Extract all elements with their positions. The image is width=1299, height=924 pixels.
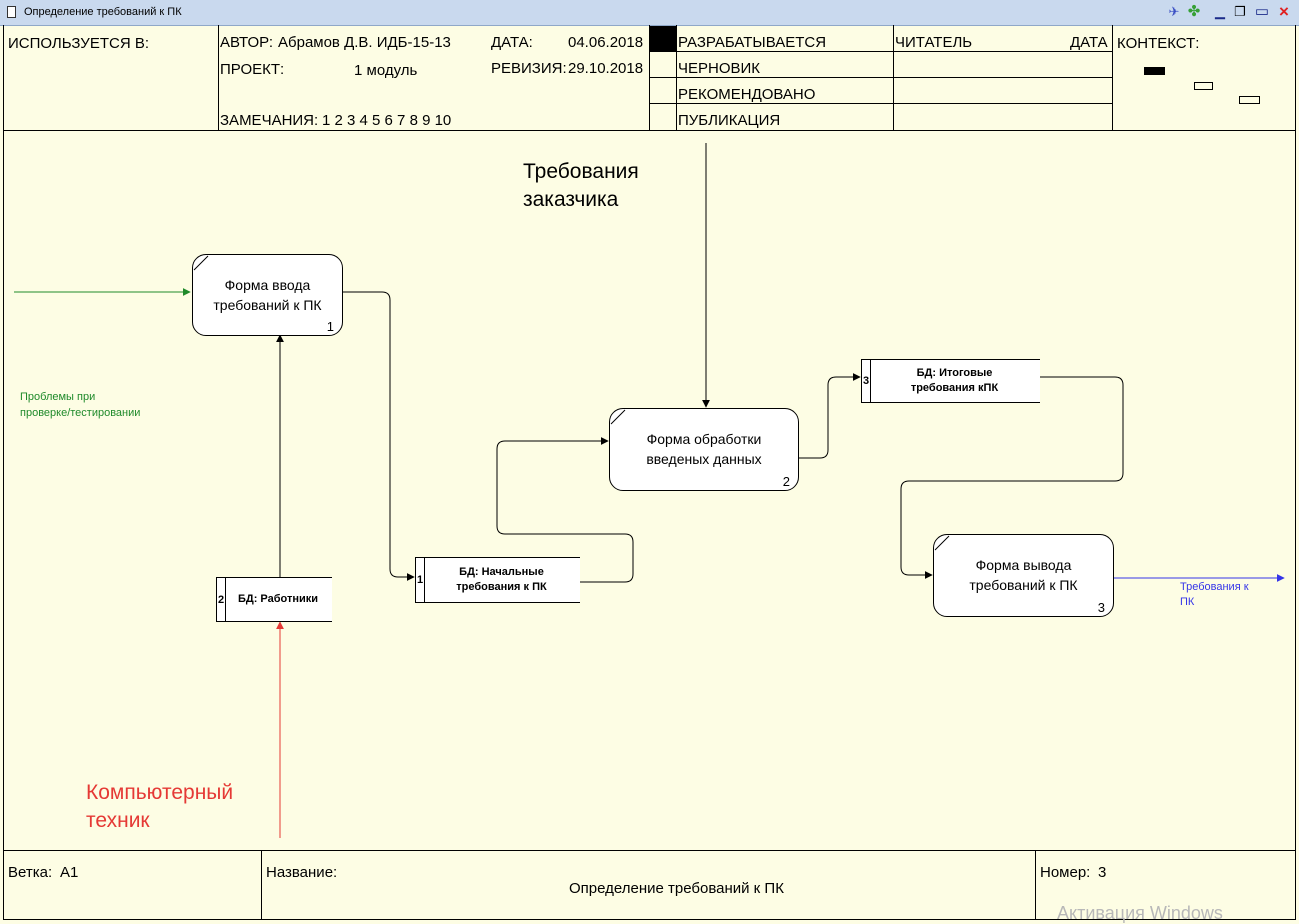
datastore-id: 1 [415,558,425,602]
reader-date-label: ДАТА [1070,34,1108,51]
branch-label: Ветка: [8,864,53,881]
date-label: ДАТА: [491,34,533,51]
status-recommended: РЕКОМЕНДОВАНО [678,86,816,103]
minimize-button[interactable]: ▁ [1215,4,1225,19]
notes-label: ЗАМЕЧАНИЯ: [220,112,319,129]
number-value: 3 [1098,864,1107,881]
context-box [1239,96,1260,104]
header-divider [649,103,1113,104]
header-divider [676,25,677,131]
status-developing: РАЗРАБАТЫВАЕТСЯ [678,34,827,51]
used-in-label: ИСПОЛЬЗУЕТСЯ В: [8,35,150,52]
footer-bottom-border [3,919,1296,920]
header-divider [649,77,1113,78]
pin-icon[interactable]: ✈ [1168,4,1180,19]
notes-value: 1 2 3 4 5 6 7 8 9 10 [322,112,452,129]
author-value: Абрамов Д.В. ИДБ-15-13 [278,34,451,51]
reader-label: ЧИТАТЕЛЬ [895,34,973,51]
flow-input-form-to-initial-db [343,291,415,581]
context-box-active [1144,67,1165,75]
number-label: Номер: [1040,864,1091,881]
diagram-canvas [3,25,1296,920]
status-publication: ПУБЛИКАЦИЯ [678,112,781,129]
process-corner-mark [610,409,626,425]
process-number: 1 [326,319,334,334]
maximize-button[interactable]: ▭ [1254,3,1270,20]
author-label: АВТОР: [220,34,274,51]
footer-divider [261,850,262,920]
document-icon [7,6,16,18]
flow-final-db-to-output-form [900,376,1124,579]
name-label: Название: [266,864,338,881]
footer-top-border [3,850,1296,851]
flow-processing-to-final-db [799,373,861,459]
window-title: Определение требований к ПК [24,6,182,18]
header-divider [1112,25,1113,131]
close-button[interactable]: × [1279,2,1289,21]
activation-watermark: Активация Windows [1057,903,1223,923]
context-label: КОНТЕКСТ: [1117,35,1200,52]
process-corner-mark [934,535,950,551]
status-marker [650,26,676,51]
datastore-id: 2 [216,578,226,621]
process-number: 3 [1097,600,1105,615]
restore-button[interactable]: ❐ [1234,4,1246,19]
date-value: 04.06.2018 [568,34,644,51]
context-box [1194,82,1213,90]
revision-value: 29.10.2018 [568,60,644,77]
datastore-label: БД: Работники [237,593,319,605]
process-corner-mark [193,255,209,271]
project-value: 1 модуль [354,62,418,79]
datastore-id: 3 [861,360,871,402]
project-label: ПРОЕКТ: [220,61,285,78]
diagram-name: Определение требований к ПК [569,880,784,897]
process-number: 2 [782,474,790,489]
header-divider [649,25,650,131]
puzzle-icon[interactable]: ✤ [1187,3,1201,20]
header-divider [893,25,894,131]
datastore-workers[interactable]: 2 БД: Работники [216,577,332,622]
footer-divider [1035,850,1036,920]
status-draft: ЧЕРНОВИК [678,60,761,77]
header-divider [649,51,1113,52]
flow-initial-db-to-processing [496,437,634,583]
revision-label: РЕВИЗИЯ: [491,60,567,77]
header-divider [218,25,219,131]
branch-value: A1 [60,864,79,881]
